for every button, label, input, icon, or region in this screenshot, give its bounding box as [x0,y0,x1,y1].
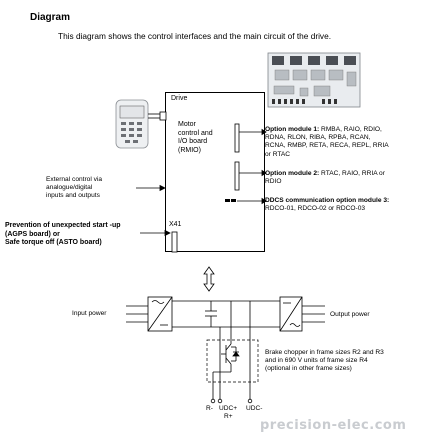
ddcs-connector [225,199,236,202]
double-arrow-icon [203,266,215,292]
option-module-1-line: or RTAC [265,150,291,158]
motor-board-line: control and [178,129,213,137]
ddcs-line: RDCO-01, RDCO-02 or RDCO-03 [265,205,366,213]
brake-chopper-box [206,339,259,383]
inverter-icon [279,296,303,332]
page-heading: Diagram [30,12,71,23]
brake-note-line: Brake chopper in frame sizes R2 and R3 [265,349,384,356]
brake-chopper-note: Brake chopper in frame sizes R2 and R3 a… [265,349,384,374]
terminal-circles [210,398,253,404]
terminal-r-plus: R+ [224,413,233,420]
option-module-1-line: RCNA, RMBP, RETA, RECA, REPL, RRIA [265,142,389,150]
option-module-1: Option module 1: RMBA, RAIO, RDIO, RDNA,… [265,126,441,159]
prevention-line: Prevention of unexpected start -up [5,222,121,229]
brake-note-line: and in 690 V units of frame size R4 [265,357,368,365]
output-power-label: Output power [330,311,370,318]
terminal-r-minus: R- [206,405,213,412]
motor-board-line: Motor [178,121,196,128]
x41-label: X41 [169,221,182,228]
motor-board-line: I/O board [178,138,208,145]
external-control-label: External control via analogue/digital in… [46,176,102,201]
option-module-2: Option module 2: RTAC, RAIO, RRIA or RDI… [265,170,441,186]
intro-text: This diagram shows the control interface… [58,31,332,41]
main-circuit [126,300,325,403]
option-module-2-line: RDIO [265,178,282,186]
control-panel-icon [115,99,149,149]
panel-connector [148,111,167,121]
prevention-line: Safe torque off (ASTO board) [5,239,102,246]
rectifier-icon [147,296,173,332]
igbt-icon [221,343,240,365]
option-module-1-label: Option module 1: [265,126,320,133]
motor-board-label: Motor control and I/O board (RMIO) [178,121,213,155]
prevention-label: Prevention of unexpected start -up (AGPS… [5,222,121,248]
drive-board-icon [267,52,361,108]
prevention-line: (AGPS board) or [5,230,60,238]
option-module-2-first: RTAC, RAIO, RRIA or [319,170,385,177]
option-module-1-first: RMBA, RAIO, RDIO, [319,126,382,133]
input-power-label: Input power [72,310,107,317]
option-arrows [136,128,267,237]
external-control-line: External control via [46,176,103,183]
brake-note-line: (optional in other frame sizes) [265,365,352,373]
motor-board-line: (RMIO) [178,146,201,154]
watermark: precision-elec.com [260,418,407,433]
ddcs-label: DDCS communication option module 3: [265,197,390,204]
terminal-udc-plus: UDC+ [219,405,238,412]
option-module-1-line: RDNA, RLON, RIBA, RPBA, RCAN, [265,134,371,142]
drive-title: Drive [171,95,188,102]
external-control-line: inputs and outputs [46,192,100,200]
ddcs-module: DDCS communication option module 3: RDCO… [265,197,441,213]
option-slots [171,123,240,253]
external-control-line: analogue/digital [46,184,93,192]
terminal-udc-minus: UDC- [246,405,263,412]
option-module-2-label: Option module 2: [265,170,320,177]
